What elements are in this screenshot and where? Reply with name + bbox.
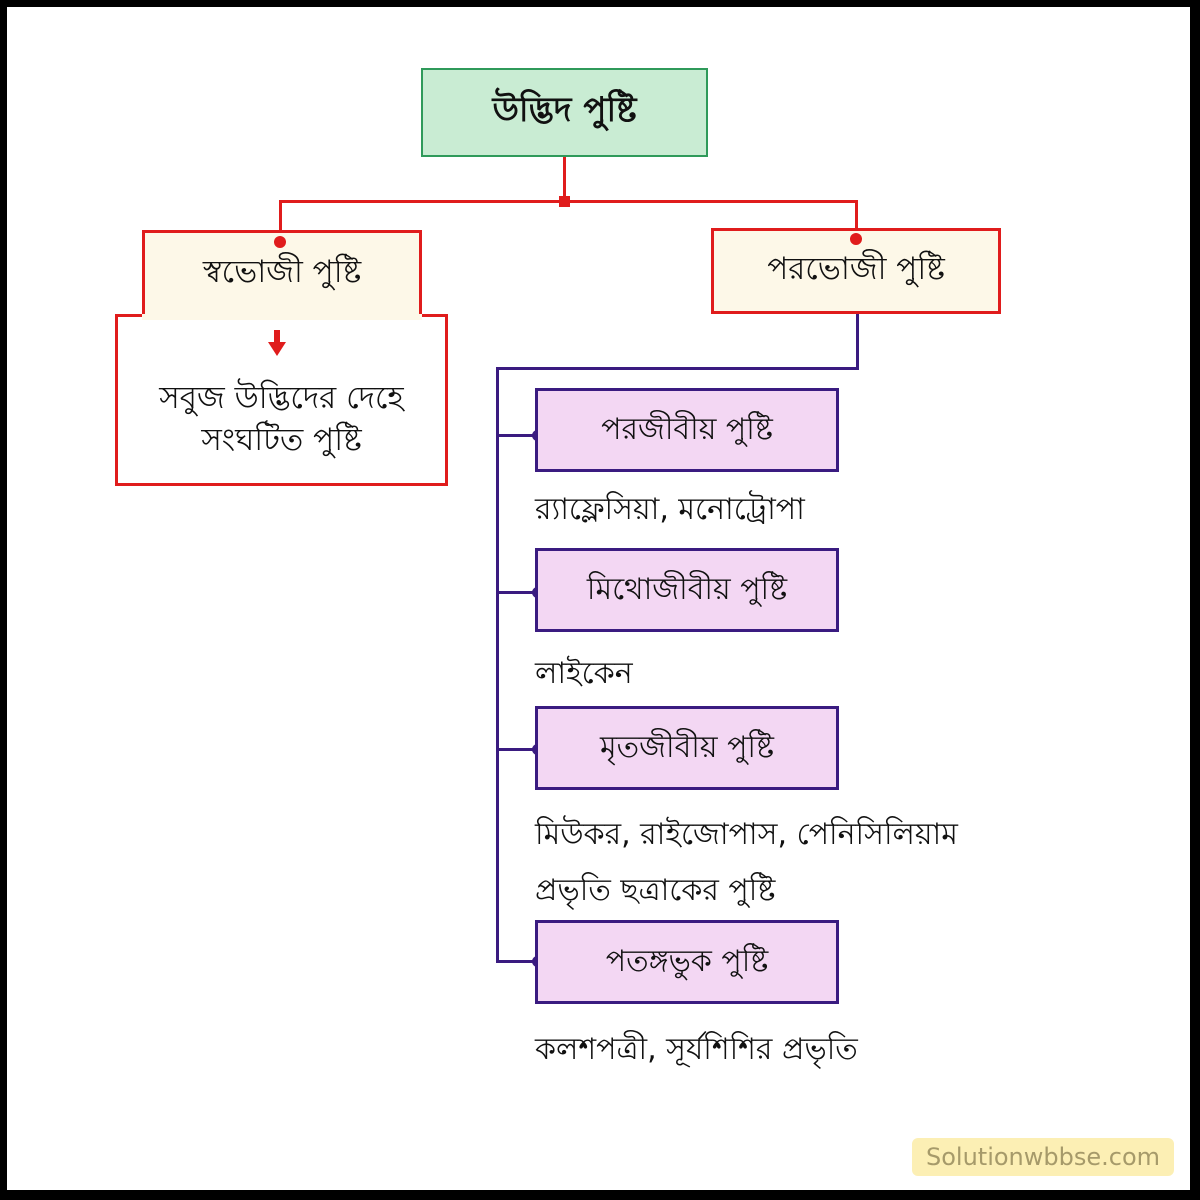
connector-branch-3: [496, 748, 540, 751]
node-symbiotic: মিথোজীবীয় পুষ্টি: [535, 548, 839, 632]
connector-hetero-horizontal: [496, 367, 859, 370]
symbiotic-examples: লাইকেন: [535, 649, 633, 700]
parasitic-examples: র‍্যাফ্লেসিয়া, মনোট্রোপা: [535, 485, 805, 536]
connector-trunk-vertical: [496, 367, 499, 963]
box-merge-cover: [142, 314, 422, 320]
connector-dot-autotrophic: [274, 236, 286, 248]
connector-root-down: [563, 157, 566, 201]
root-node-label: উদ্ভিদ পুষ্টি: [492, 90, 637, 130]
node-parasitic: পরজীবীয় পুষ্টি: [535, 388, 839, 472]
node-heterotrophic: পরভোজী পুষ্টি: [711, 228, 1001, 314]
saprophytic-example-line-1: মিউকর, রাইজোপাস, পেনিসিলিয়াম: [535, 817, 958, 852]
diagram-canvas: উদ্ভিদ পুষ্টি স্বভোজী পুষ্টি সবুজ উদ্ভিদ…: [7, 7, 1190, 1190]
symbiotic-example-line-1: লাইকেন: [535, 656, 633, 691]
insectivorous-example-line-1: কলশপত্রী, সূর্যশিশির প্রভৃতি: [535, 1032, 858, 1067]
watermark: Solutionwbbse.com: [912, 1138, 1174, 1176]
connector-branch-1: [496, 434, 540, 437]
insectivorous-examples: কলশপত্রী, সূর্যশিশির প্রভৃতি: [535, 1025, 858, 1076]
watermark-text: Solutionwbbse.com: [925, 1143, 1161, 1171]
node-insectivorous-label: পতঙ্গভুক পুষ্টি: [605, 943, 769, 979]
autotrophic-desc-line-1: সবুজ উদ্ভিদের দেহে: [159, 380, 404, 417]
connector-dot-heterotrophic: [850, 233, 862, 245]
node-saprophytic-label: মৃতজীবীয় পুষ্টি: [599, 729, 774, 765]
autotrophic-desc-line-2: সংঘটিত পুষ্টি: [201, 422, 362, 458]
node-autotrophic-label: স্বভোজী পুষ্টি: [202, 254, 362, 290]
node-saprophytic: মৃতজীবীয় পুষ্টি: [535, 706, 839, 790]
junction-marker: [559, 196, 570, 207]
connector-to-heterotrophic: [855, 200, 858, 236]
node-autotrophic-description: সবুজ উদ্ভিদের দেহে সংঘটিত পুষ্টি: [115, 314, 448, 486]
saprophytic-examples: মিউকর, রাইজোপাস, পেনিসিলিয়াম প্রভৃতি ছত…: [535, 807, 958, 919]
saprophytic-example-line-2: প্রভৃতি ছত্রাকের পুষ্টি: [535, 873, 776, 908]
connector-branch-2: [496, 591, 540, 594]
node-heterotrophic-label: পরভোজী পুষ্টি: [767, 251, 945, 287]
node-symbiotic-label: মিথোজীবীয় পুষ্টি: [586, 571, 788, 607]
parasitic-example-line-1: র‍্যাফ্লেসিয়া, মনোট্রোপা: [535, 492, 805, 527]
connector-hetero-down: [856, 314, 859, 369]
connector-to-autotrophic: [279, 200, 282, 240]
root-node-plant-nutrition: উদ্ভিদ পুষ্টি: [421, 68, 708, 157]
connector-branch-4: [496, 960, 540, 963]
arrow-down-icon: [268, 330, 286, 356]
node-insectivorous: পতঙ্গভুক পুষ্টি: [535, 920, 839, 1004]
node-parasitic-label: পরজীবীয় পুষ্টি: [601, 411, 773, 447]
